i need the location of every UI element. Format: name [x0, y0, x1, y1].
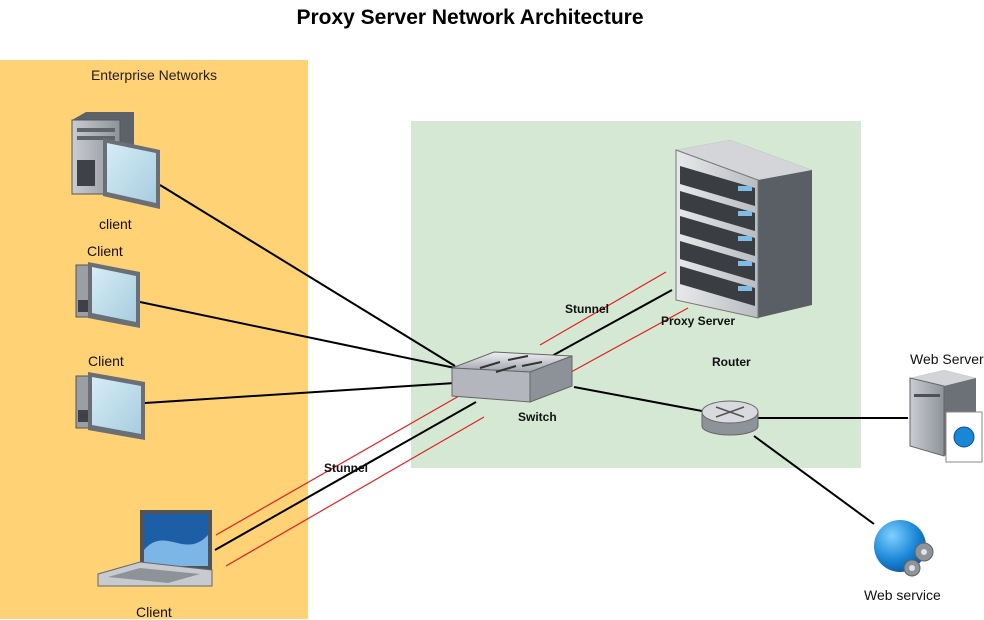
tunnel-upper-line-2 [561, 307, 689, 378]
tunnel-lower-line-2 [225, 416, 485, 567]
link-client-desktop-2-switch [144, 382, 456, 404]
link-switch-router [573, 386, 703, 412]
link-router-webservice [753, 435, 875, 525]
client-laptop-icon [97, 510, 213, 587]
client-desktop-1-icon [75, 262, 140, 328]
link-client-laptop-switch [214, 401, 477, 551]
tunnel-upper-line-1 [539, 271, 667, 346]
tunnel-lines [215, 271, 689, 567]
diagram-title: Proxy Server Network Architecture [296, 6, 644, 29]
switch-label: Switch [518, 410, 557, 424]
web-server-icon [909, 370, 983, 463]
link-client-desktop-1-switch [139, 301, 456, 369]
enterprise-network-label: Enterprise Networks [90, 67, 218, 83]
client-laptop-label: Client [136, 604, 172, 620]
web-service-label: Web service [864, 587, 941, 603]
tunnel-lower-line-1 [215, 391, 467, 536]
link-client-tower-switch [159, 184, 456, 367]
client-desktop-1-label: Client [87, 243, 123, 259]
connection-lines [139, 184, 908, 551]
client-tower-label: client [99, 216, 132, 232]
router-icon [701, 400, 759, 436]
proxy-server-label: Proxy Server [661, 314, 736, 328]
client-desktop-2-label: Client [88, 353, 124, 369]
web-service-icon [874, 520, 934, 577]
stunnel-upper-label: Stunnel [565, 302, 609, 316]
web-server-label: Web Server [910, 351, 984, 367]
router-label: Router [712, 355, 751, 369]
proxy-server-icon [675, 140, 812, 319]
link-switch-proxy [549, 289, 673, 358]
stunnel-lower-label: Stunnel [324, 461, 368, 475]
switch-icon [451, 351, 573, 403]
client-tower-icon [71, 112, 160, 209]
client-desktop-2-icon [75, 372, 145, 440]
